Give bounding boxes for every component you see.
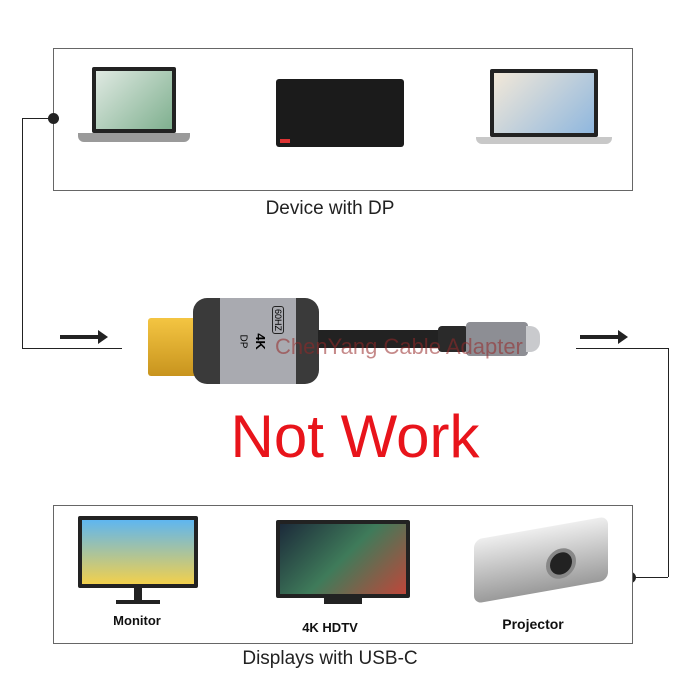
res-label: 4K [252, 333, 268, 350]
target-caption: Displays with USB-C [242, 648, 418, 669]
source-caption: Device with DP [265, 198, 395, 219]
laptop-icon [78, 67, 190, 151]
projector-icon [474, 516, 608, 604]
hz-label: 60HZ [272, 305, 285, 334]
connector-dot [48, 113, 59, 124]
macbook-icon [476, 69, 612, 149]
monitor-label: Monitor [113, 613, 161, 628]
tv-label: 4K HDTV [302, 620, 358, 635]
monitor-icon [78, 516, 198, 606]
arrow-right-icon [60, 330, 108, 344]
projector-label: Projector [502, 616, 564, 632]
watermark: ChenYang Cable Adapter [275, 334, 523, 359]
arrow-right-icon [580, 330, 628, 344]
target-displays-panel [53, 505, 633, 644]
status-text: Not Work [230, 403, 480, 470]
dp-label: DP [237, 334, 249, 349]
desktop-pc-icon [276, 79, 404, 147]
tv-icon [276, 520, 410, 610]
dp-to-usbc-adapter: DP 4K 60HZ [148, 296, 548, 386]
source-devices-panel [53, 48, 633, 191]
